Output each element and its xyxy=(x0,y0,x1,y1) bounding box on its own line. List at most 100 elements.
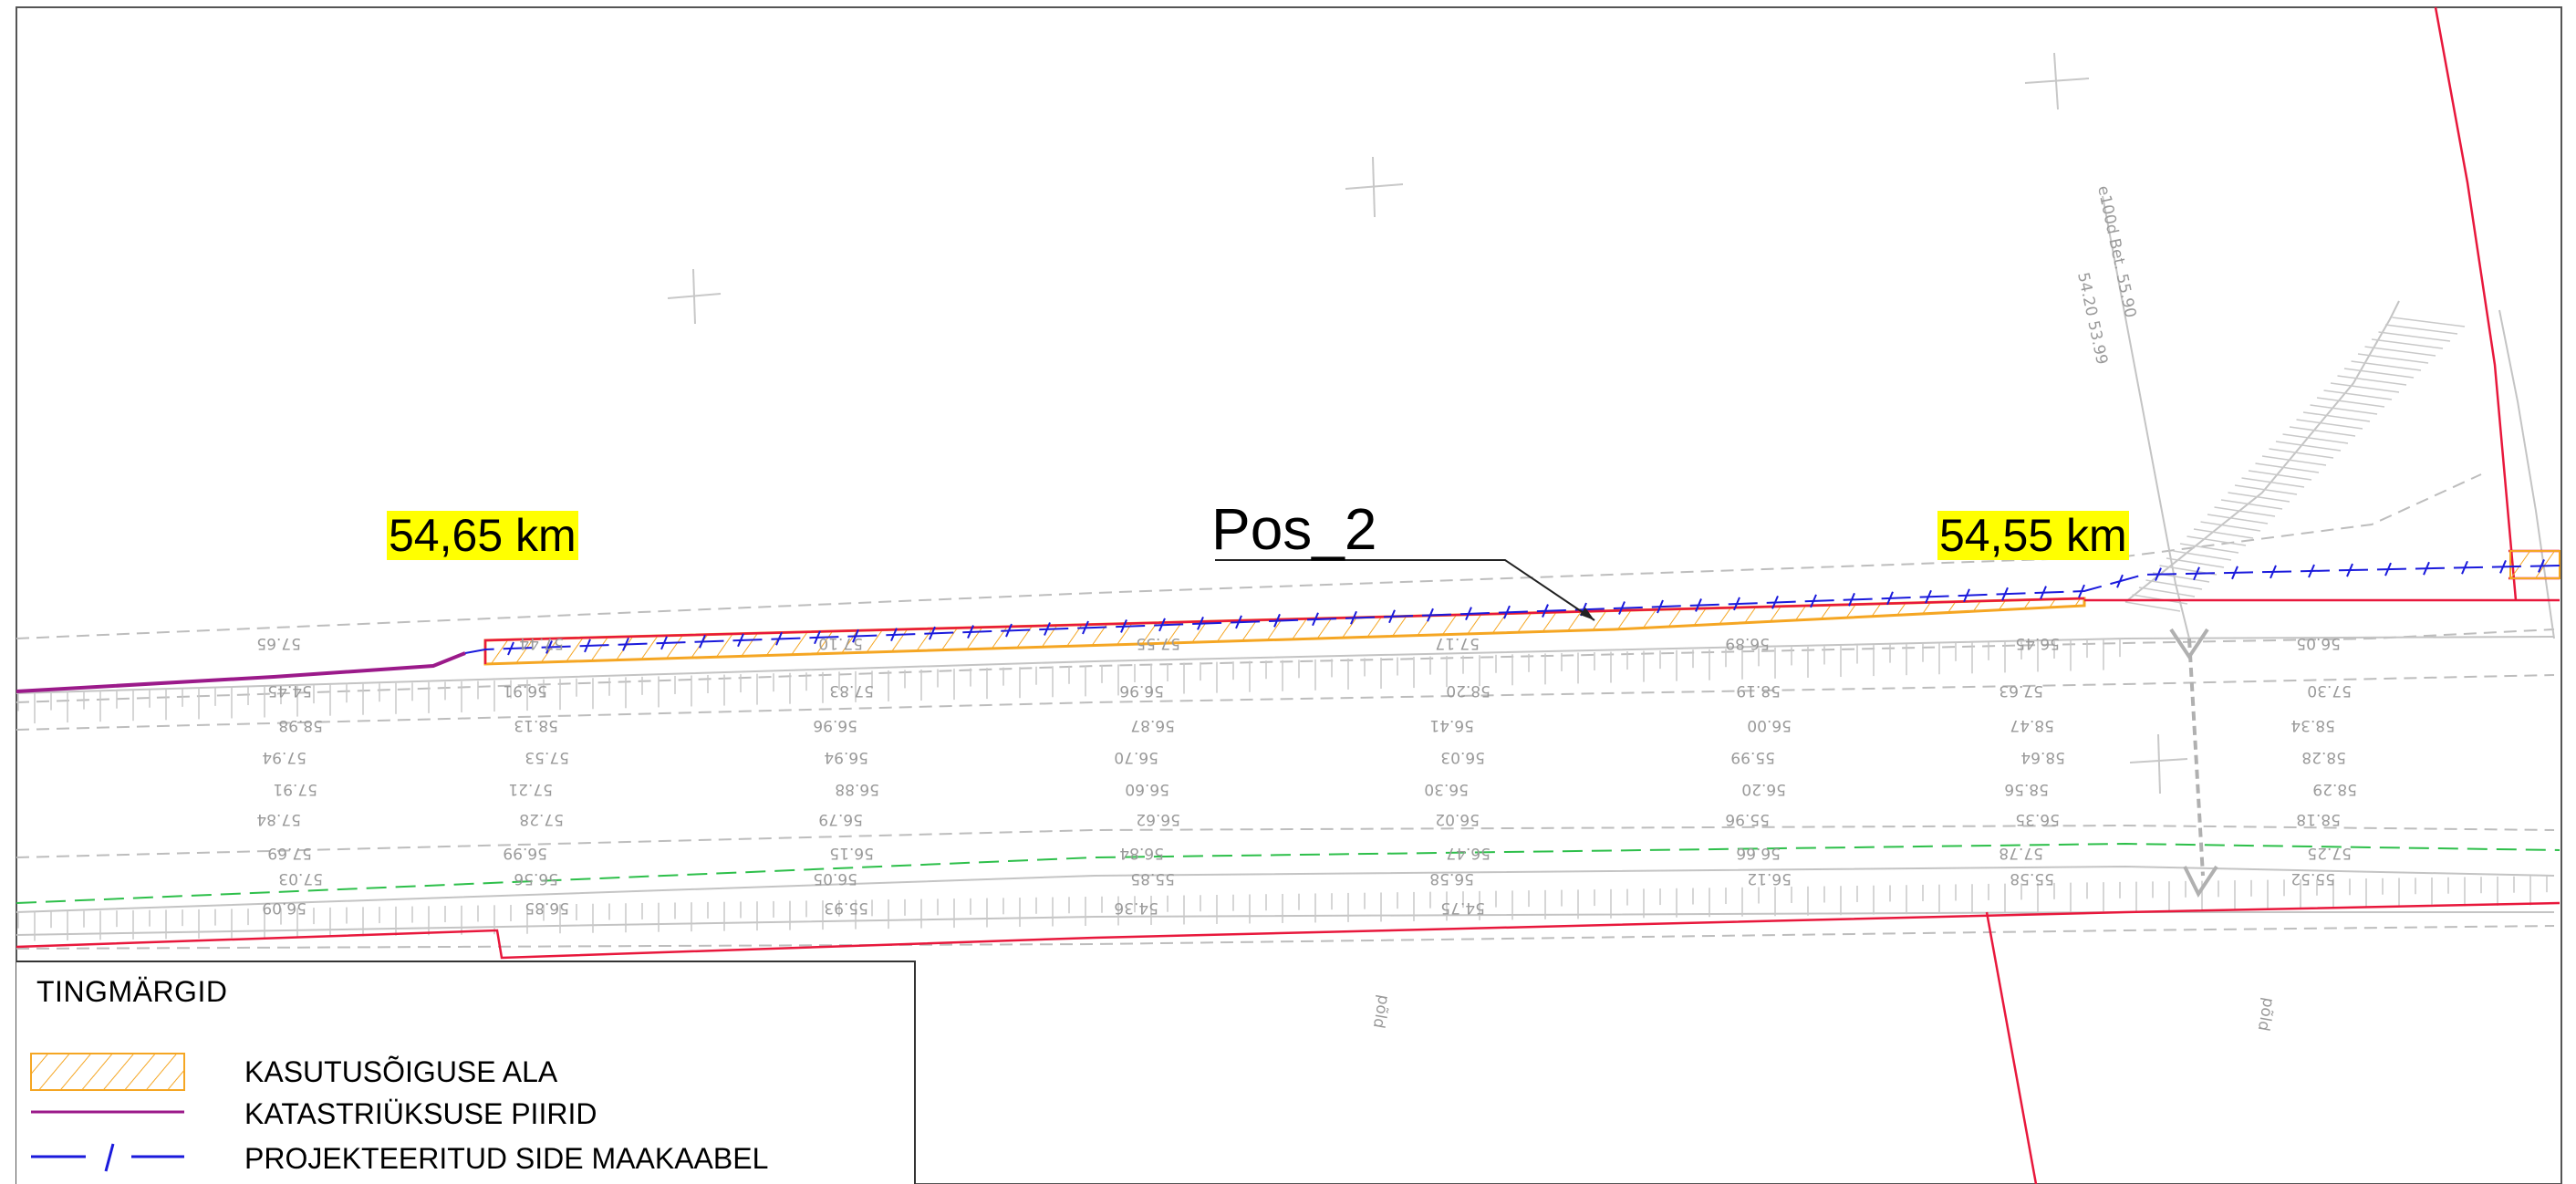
cable-slash-mark xyxy=(2193,566,2200,581)
cable-slash-mark xyxy=(852,628,859,643)
hachure-mark xyxy=(2186,535,2247,546)
hachure-mark xyxy=(2193,528,2254,539)
elevation-label: 56.62 xyxy=(1136,810,1180,828)
hachure-mark xyxy=(2282,433,2349,444)
cadastral-line-magenta xyxy=(16,651,466,693)
elevation-label: 54.36 xyxy=(1114,898,1158,917)
elevation-label: 56.35 xyxy=(2015,810,2060,828)
slope-hachures-lower xyxy=(17,876,2548,941)
elevation-label: 57.10 xyxy=(818,634,863,652)
elevation-label: 56.03 xyxy=(1440,748,1485,766)
cable-slash-mark xyxy=(1657,599,1664,614)
elevation-label: 55.99 xyxy=(1730,748,1775,766)
elevation-label: 57.17 xyxy=(1435,634,1480,652)
hachure-mark xyxy=(2124,601,2181,612)
elevation-label: 57.94 xyxy=(262,748,306,766)
survey-crosses xyxy=(667,52,2188,795)
cable-slash-mark xyxy=(507,641,514,656)
elevation-label: 57.65 xyxy=(256,634,301,652)
elevation-label: 56.96 xyxy=(1119,681,1164,700)
legend-item-usage-area: KASUTUSÕIGUSE ALA xyxy=(16,1050,916,1092)
cable-slash-mark xyxy=(1618,601,1626,615)
cable-slash-mark xyxy=(2384,562,2392,576)
elevation-label: 57.63 xyxy=(1999,681,2043,700)
elevation-label: 58.20 xyxy=(1446,681,1491,700)
cable-slash-mark xyxy=(2346,563,2353,577)
legend-item-cable: PROJEKTEERITUD SIDE MAAKAABEL xyxy=(16,1137,916,1179)
cable-slash-mark xyxy=(2270,565,2277,579)
cable-slash-mark xyxy=(699,634,706,649)
hachure-mark xyxy=(2214,506,2276,517)
cable-slash-mark xyxy=(775,631,783,646)
hatch-symbol-icon xyxy=(30,1053,185,1091)
cable-slash-mark xyxy=(1082,620,1089,635)
cable-slash-mark xyxy=(1388,609,1396,624)
cable-slash-mark xyxy=(1120,619,1127,633)
hachure-mark xyxy=(2378,331,2451,342)
hachure-mark xyxy=(2289,426,2356,437)
elevation-label: 56.85 xyxy=(525,898,569,917)
elevation-label: 56.66 xyxy=(1736,844,1781,862)
cable-slash-mark xyxy=(2538,559,2545,573)
cable-slash-mark xyxy=(1848,592,1855,607)
elevation-label: 56.20 xyxy=(1741,780,1786,798)
pipe-annotation-2: 54.20 53.99 xyxy=(2073,271,2111,367)
cable-slash-mark xyxy=(1810,594,1817,608)
hachure-mark xyxy=(2145,579,2203,590)
legend-title: TINGMÄRGID xyxy=(36,975,228,1008)
legend-item-cadastral: KATASTRIÜKSUSE PIIRID xyxy=(16,1092,916,1134)
elevation-label: 56.45 xyxy=(2015,634,2060,652)
cable-slash-mark xyxy=(1465,607,1472,621)
usage-area-top-border xyxy=(483,597,2085,664)
pos-leader-line xyxy=(1215,559,1595,621)
hachure-mark xyxy=(2200,521,2261,532)
km-marker-right: 54,55 km xyxy=(1937,510,2129,561)
cable-slash-mark xyxy=(2423,561,2430,576)
elevation-label: 57.25 xyxy=(2307,844,2352,862)
hachure-mark xyxy=(2371,338,2444,349)
elevation-label: 54.75 xyxy=(1440,898,1485,917)
slope-hachures-ramp xyxy=(2124,317,2466,612)
elevation-label: 56.60 xyxy=(1125,780,1169,798)
cable-slash-mark xyxy=(967,625,974,639)
cable-slash-mark xyxy=(890,628,898,642)
cable-slash-mark xyxy=(1771,595,1779,609)
hachure-mark xyxy=(2255,462,2320,473)
elevation-label: 58.19 xyxy=(1736,681,1781,700)
cable-slash-mark xyxy=(1044,622,1051,636)
elevation-label: 57.53 xyxy=(525,748,569,766)
elevation-label: 56.02 xyxy=(1435,810,1480,828)
elevation-label: 56.99 xyxy=(503,844,547,862)
elevation-label: 56.79 xyxy=(818,810,863,828)
pole-structure xyxy=(2169,628,2218,898)
elevation-label: 58.98 xyxy=(278,716,323,734)
hachure-mark xyxy=(2343,368,2415,379)
elevation-label: 56.30 xyxy=(1424,780,1469,798)
cable-slash-mark xyxy=(2231,566,2238,580)
cable-slash-mark xyxy=(2461,560,2468,575)
hachure-mark xyxy=(2248,470,2312,481)
cable-slash-mark xyxy=(737,633,744,648)
hachure-mark xyxy=(2351,360,2422,371)
elevation-label: 57.84 xyxy=(256,810,301,828)
elevation-label: 57.91 xyxy=(273,780,317,798)
cable-slash-mark xyxy=(2078,584,2085,598)
elevation-label: 56.58 xyxy=(1429,869,1474,888)
elevation-label: 58.34 xyxy=(2290,716,2335,734)
elevation-label: 57.30 xyxy=(2307,681,2352,700)
cable-slash-mark xyxy=(929,626,936,640)
projected-cable xyxy=(464,565,2560,654)
cable-slash-mark xyxy=(1273,613,1281,628)
cable-slash-mark xyxy=(1886,591,1894,606)
hachure-mark xyxy=(2173,550,2232,561)
elevation-label: 58.28 xyxy=(2301,748,2346,766)
cable-slash-mark xyxy=(1005,623,1013,638)
cable-slash-mark xyxy=(1197,616,1204,630)
elevation-label: 56.05 xyxy=(2296,634,2341,652)
hachure-mark xyxy=(2296,419,2363,430)
elevation-label: 58.56 xyxy=(2004,780,2049,798)
hachure-mark xyxy=(2330,382,2400,393)
hachure-mark xyxy=(2357,353,2429,364)
